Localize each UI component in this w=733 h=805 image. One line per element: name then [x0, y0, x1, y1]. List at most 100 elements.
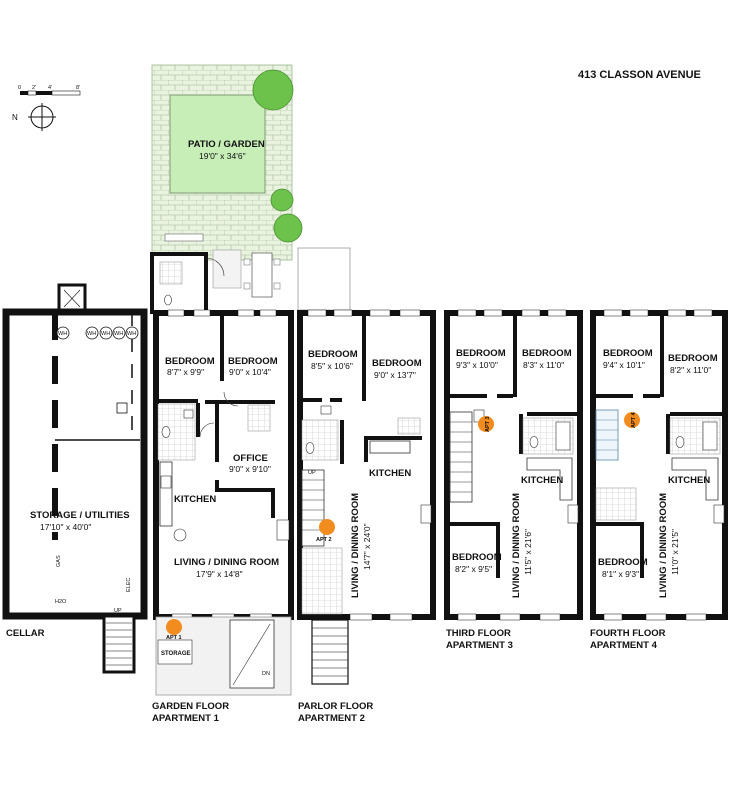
tf-apt-label: APT 3 — [485, 416, 491, 432]
tf-bedroom1-label: BEDROOM — [456, 348, 506, 359]
gf-bedroom1-label: BEDROOM — [165, 356, 215, 367]
gf-caption1: GARDEN FLOOR — [152, 701, 229, 712]
ff-bedroom1-label: BEDROOM — [603, 348, 653, 359]
compass-icon: N — [12, 103, 56, 131]
pf-bedroom1-label: BEDROOM — [308, 349, 358, 360]
ff-living-label: LIVING / DINING ROOM — [658, 493, 669, 598]
wh-label-1: WH — [58, 331, 67, 337]
kitchen-counter — [369, 440, 411, 454]
water-heater-icon — [125, 326, 139, 340]
ff-bath-lower — [595, 487, 637, 521]
address-title: 413 CLASSON AVENUE — [578, 69, 701, 81]
water-heater-icon — [56, 326, 70, 340]
toilet-icon — [161, 426, 171, 438]
dining-table-icon — [173, 528, 187, 542]
ff-apt-label: APT 4 — [631, 411, 637, 428]
wh-label-4: WH — [114, 331, 123, 337]
elec-label: ELEC — [126, 578, 132, 592]
gf-storage-label: STORAGE — [161, 651, 191, 657]
gf-apt-label: APT 1 — [166, 635, 182, 641]
kitchen-counter — [526, 457, 573, 501]
tf-stairs — [449, 411, 473, 503]
patio-table-icon — [251, 252, 273, 298]
gf-caption2: APARTMENT 1 — [152, 713, 220, 724]
gas-label: GAS — [56, 555, 62, 567]
h2o-label: H2O — [55, 599, 67, 605]
apt2-marker-icon — [319, 519, 335, 535]
tf-living-label: LIVING / DINING ROOM — [511, 493, 522, 598]
shrub-icon — [270, 188, 294, 212]
scale-label-2: 2' — [32, 85, 36, 91]
ff-bedroom3-dim: 8'1" x 9'3" — [602, 569, 639, 579]
ff-caption1: FOURTH FLOOR — [590, 628, 666, 639]
tf-bedroom1-dim: 9'3" x 10'0" — [456, 360, 498, 370]
kitchen-counter — [671, 457, 719, 501]
fireplace-icon — [420, 504, 432, 524]
gf-living-label: LIVING / DINING ROOM — [174, 557, 279, 568]
tf-bedroom2-label: BEDROOM — [522, 348, 572, 359]
scale-bar: 0 2' 4' 8' — [18, 85, 81, 96]
toilet-icon — [305, 442, 315, 454]
pf-up-label: UP — [308, 470, 316, 476]
scale-label-4: 4' — [48, 85, 52, 91]
pf-living-label: LIVING / DINING ROOM — [350, 493, 361, 598]
pf-bedroom2-dim: 9'0" x 13'7" — [374, 370, 416, 380]
water-heater-icon — [99, 326, 113, 340]
ff-caption2: APARTMENT 4 — [590, 640, 658, 651]
ff-bedroom2-dim: 8'2" x 11'0" — [670, 365, 711, 375]
fireplace-icon — [567, 504, 579, 524]
toilet-icon — [529, 436, 539, 448]
pf-caption2: APARTMENT 2 — [298, 713, 365, 724]
toilet-icon — [164, 294, 172, 306]
tf-bedroom3-dim: 8'2" x 9'5" — [455, 564, 492, 574]
patio-garden: PATIO / GARDEN 19'0" x 34'6" — [151, 64, 303, 298]
tf-bedroom2-dim: 8'3" x 11'0" — [523, 360, 564, 370]
gf-dn-label: DN — [262, 671, 270, 677]
scale-label-0: 0 — [18, 85, 21, 91]
kitchen-counter — [159, 461, 173, 527]
pf-bedroom1-dim: 8'5" x 10'6" — [311, 361, 353, 371]
gf-kitchen-label: KITCHEN — [174, 494, 216, 505]
shower-icon — [702, 421, 718, 451]
ff-living-dim: 11'0" x 21'5" — [670, 529, 680, 575]
garden-label: PATIO / GARDEN — [188, 139, 265, 150]
gf-bedroom2-dim: 9'0" x 10'4" — [229, 367, 271, 377]
pf-bedroom2-label: BEDROOM — [372, 358, 422, 369]
compass-north-label: N — [12, 113, 18, 122]
ff-bedroom3-label: BEDROOM — [598, 557, 648, 568]
parlor-bathroom — [301, 419, 339, 461]
cellar-caption: CELLAR — [6, 628, 45, 639]
pf-caption1: PARLOR FLOOR — [298, 701, 373, 712]
garden-floor-plan: BEDROOM 8'7" x 9'9" BEDROOM 9'0" x 10'4"… — [150, 252, 294, 724]
tf-caption1: THIRD FLOOR — [446, 628, 511, 639]
shower-icon — [555, 421, 571, 451]
fourth-floor-plan: APT 4 BEDROOM 9'4" x 10'1" BEDROOM 8'2" … — [590, 309, 728, 651]
apt4-marker-icon — [624, 412, 640, 428]
parlor-vestibule — [301, 547, 343, 615]
ff-bedroom1-dim: 9'4" x 10'1" — [603, 360, 645, 370]
gf-bedroom2-label: BEDROOM — [228, 356, 278, 367]
garden-dim: 19'0" x 34'6" — [199, 151, 246, 161]
tf-living-dim: 11'5" x 21'6" — [523, 529, 533, 575]
cellar-room-label: STORAGE / UTILITIES — [30, 510, 130, 521]
parlor-rear-deck — [297, 247, 351, 311]
cellar-plan: WH WH WH WH WH STORAGE / UTILITIES 17'10… — [2, 283, 148, 674]
fireplace-icon — [713, 504, 725, 524]
scale-label-8: 8' — [76, 85, 80, 91]
water-heater-icon — [85, 326, 99, 340]
tree-icon — [252, 69, 294, 111]
shrub-icon — [273, 213, 303, 243]
closet — [397, 417, 421, 435]
bench-icon — [164, 233, 204, 242]
stove-icon — [160, 475, 172, 489]
closet — [247, 404, 271, 432]
boiler-icon — [116, 402, 128, 414]
fireplace-icon — [276, 519, 290, 541]
ff-stairs — [595, 409, 619, 461]
apt3-marker-icon — [478, 416, 494, 432]
gf-office-label: OFFICE — [233, 453, 268, 464]
sink-icon — [320, 405, 332, 415]
ff-kitchen-label: KITCHEN — [668, 475, 710, 486]
